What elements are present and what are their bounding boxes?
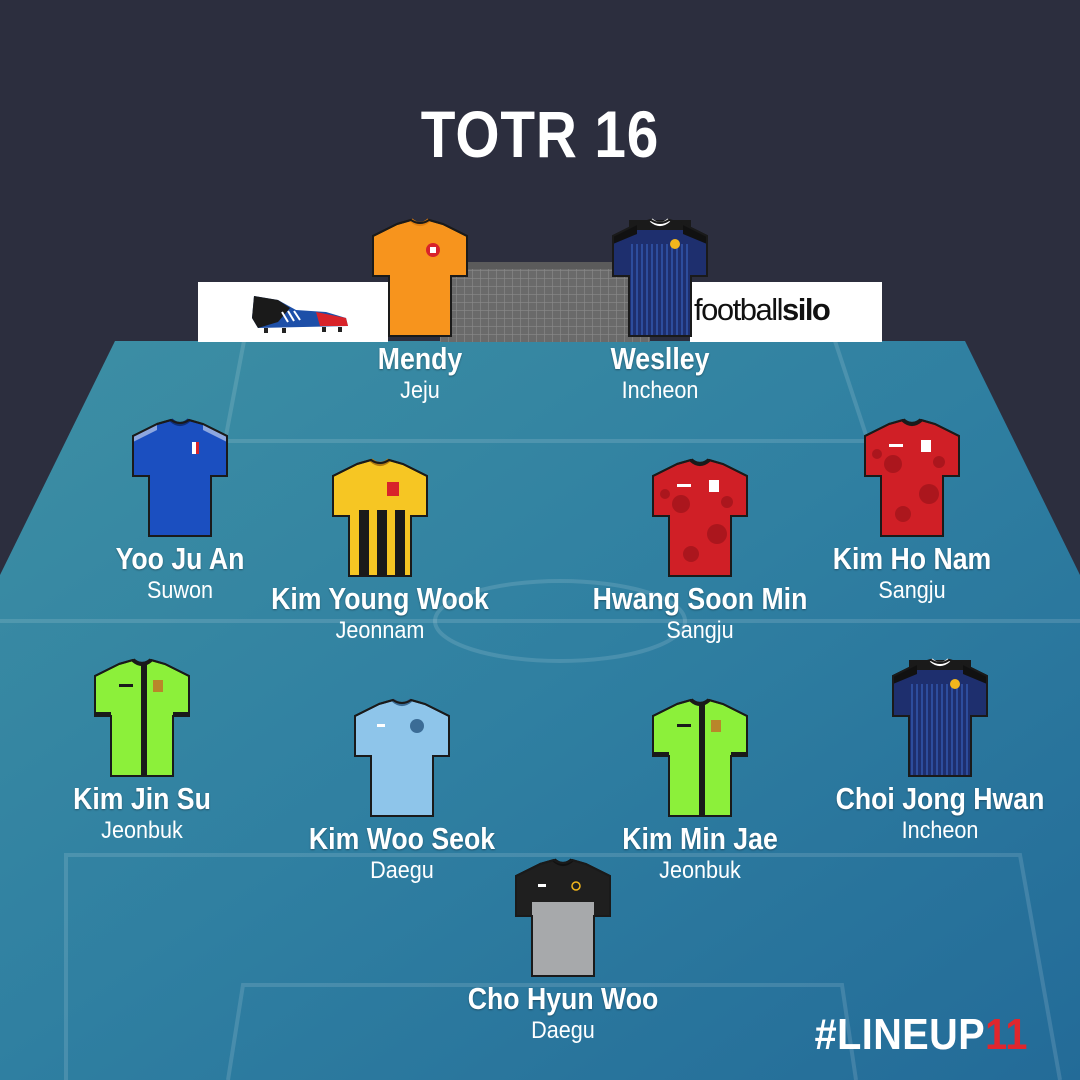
jersey-icon [132, 418, 228, 537]
player-name: Cho Hyun Woo [467, 981, 659, 1016]
jersey-icon [94, 658, 190, 777]
jersey-icon [354, 698, 450, 817]
page-title: TOTR 16 [420, 97, 660, 171]
hashtag-logo: #LINEUP11 [815, 1010, 1028, 1060]
sponsor-logo-part2: silo [781, 292, 831, 327]
player-club: Daegu [370, 857, 434, 884]
hashtag-main: #LINEUP [814, 1010, 986, 1059]
player-name: Kim Woo Seok [308, 821, 496, 856]
player-club: Jeonbuk [659, 857, 741, 884]
hashtag-accent: 11 [985, 1010, 1028, 1059]
sponsor-logo-part1: football [694, 292, 783, 327]
player-club: Incheon [901, 817, 979, 844]
player-name: Kim Jin Su [73, 781, 211, 816]
jersey-icon [612, 218, 708, 337]
player-club: Incheon [621, 377, 699, 404]
player-name: Kim Young Wook [271, 581, 489, 616]
jersey-icon [864, 418, 960, 537]
jersey-icon [515, 858, 611, 977]
player-club: Suwon [146, 577, 214, 604]
jersey-icon [332, 458, 428, 577]
player-club: Jeonnam [335, 617, 425, 644]
jersey-icon [372, 218, 468, 337]
player-club: Daegu [531, 1017, 595, 1044]
jersey-icon [652, 698, 748, 817]
sponsor-logo: footballsilo [694, 292, 831, 328]
jersey-icon [892, 658, 988, 777]
player-club: Jeonbuk [101, 817, 183, 844]
player-club: Jeju [400, 377, 440, 404]
sponsor-ad-board: footballsilo [690, 282, 882, 342]
player-name: Kim Ho Nam [832, 541, 992, 576]
player-name: Mendy [377, 341, 463, 376]
player-name: Weslley [610, 341, 710, 376]
player-name: Hwang Soon Min [592, 581, 808, 616]
football-boot-icon [252, 296, 348, 333]
jersey-icon [652, 458, 748, 577]
player-name: Choi Jong Hwan [835, 781, 1045, 816]
player-club: Sangju [878, 577, 946, 604]
player-name: Yoo Ju An [115, 541, 245, 576]
player-name: Kim Min Jae [622, 821, 778, 856]
boot-ad-board [198, 282, 388, 342]
player-club: Sangju [666, 617, 734, 644]
